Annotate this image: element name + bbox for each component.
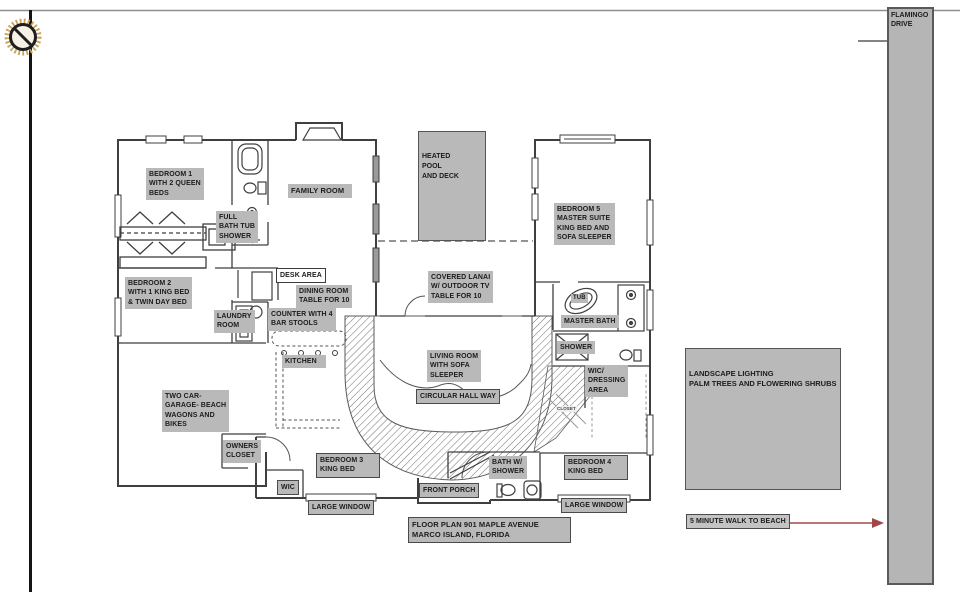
door-arcs [265, 295, 489, 479]
tub-label: TUB [571, 294, 588, 303]
room-label-bedroom-1: BEDROOM 1 WITH 2 QUEEN BEDS [146, 168, 204, 201]
kitchen-counters [271, 330, 347, 429]
compass-icon [4, 18, 42, 56]
room-label-bath-shower: BATH W/ SHOWER [489, 456, 528, 479]
street-name-label: FLAMINGO DRIVE [891, 12, 929, 29]
room-label-garage: TWO CAR- GARAGE- BEACH WAGONS AND BIKES [162, 390, 230, 432]
room-label-master-bath: MASTER BATH [561, 315, 619, 329]
room-label-bedroom-2: BEDROOM 2 WITH 1 KING BED & TWIN DAY BED [125, 277, 193, 310]
fireplace [301, 127, 343, 141]
room-label-circular-hallway: CIRCULAR HALL WAY [416, 389, 500, 405]
room-label-counter: COUNTER WITH 4 BAR STOOLS [268, 308, 336, 331]
heated-pool-box: HEATED POOL AND DECK [418, 131, 486, 241]
room-label-bedroom-4: BEDROOM 4 KING BED [564, 455, 628, 480]
room-label-shower: SHOWER [557, 341, 596, 355]
large-window-label-left: LARGE WINDOW [308, 500, 375, 516]
beach-note-label: 5 MINUTE WALK TO BEACH [686, 514, 790, 530]
beach-direction-arrow [789, 518, 884, 528]
room-label-covered-lanai: COVERED LANAI W/ OUTDOOR TV TABLE FOR 10 [428, 271, 494, 304]
plan-title: FLOOR PLAN 901 MAPLE AVENUE MARCO ISLAND… [408, 517, 571, 543]
room-label-owners-closet: OWNERS CLOSET [223, 440, 262, 463]
room-label-family-room: FAMILY ROOM [288, 184, 352, 198]
front-porch-label: FRONT PORCH [419, 483, 480, 499]
room-label-wic: WIC [277, 480, 299, 496]
room-label-full-bath: FULL BATH TUB SHOWER [216, 211, 259, 244]
room-label-laundry: LAUNDRY ROOM [214, 310, 255, 333]
room-label-wic-dressing: WIC/ DRESSING AREA [585, 365, 629, 398]
large-window-label-right: LARGE WINDOW [561, 498, 628, 514]
room-label-bedroom-3: BEDROOM 3 KING BED [316, 453, 380, 478]
guest-bath-fixtures [449, 451, 542, 500]
room-label-heated-pool: HEATED POOL AND DECK [422, 153, 459, 181]
landscape-note-label: LANDSCAPE LIGHTING PALM TREES AND FLOWER… [689, 369, 837, 389]
landscape-note-box: LANDSCAPE LIGHTING PALM TREES AND FLOWER… [685, 348, 841, 490]
room-label-dining-room: DINING ROOM TABLE FOR 10 [296, 285, 353, 308]
flamingo-drive-strip: FLAMINGO DRIVE [887, 7, 934, 585]
room-label-living-room: LIVING ROOM WITH SOFA SLEEPER [427, 350, 482, 383]
room-label-bedroom-5: BEDROOM 5 MASTER SUITE KING BED AND SOFA… [554, 203, 615, 245]
room-label-kitchen: KITCHEN [282, 355, 326, 369]
page-frame [0, 9, 960, 592]
closet-label: CLOSET [556, 406, 577, 413]
room-label-desk-area: DESK AREA [276, 268, 326, 284]
